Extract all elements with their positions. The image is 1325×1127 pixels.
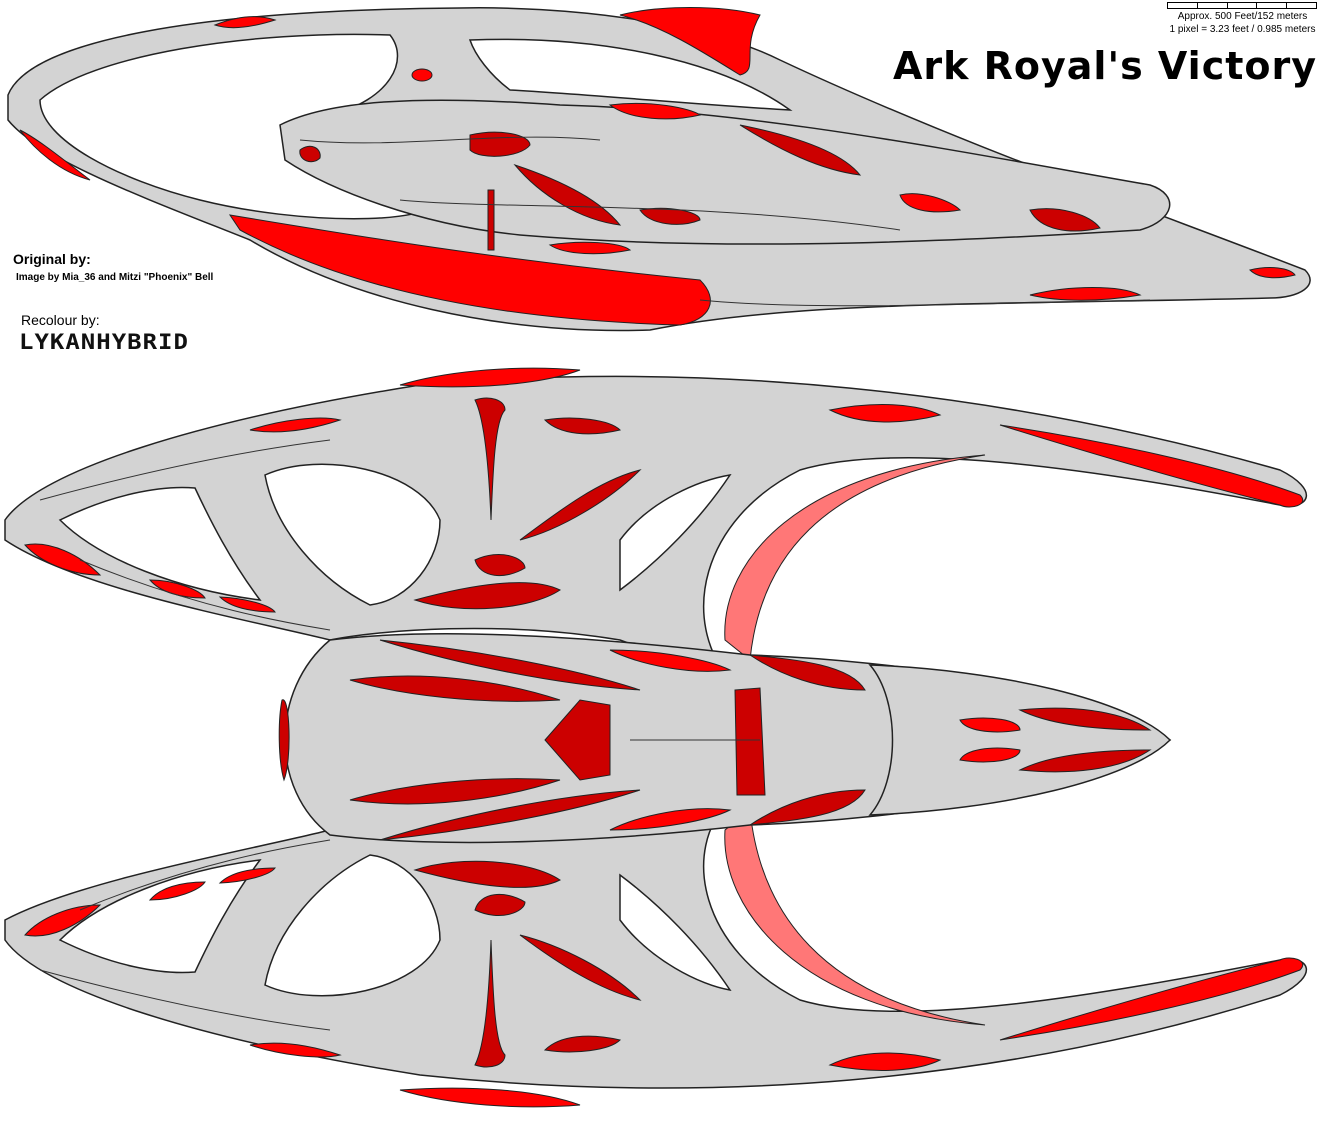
top-view	[4, 367, 1307, 1108]
side-view	[7, 7, 1311, 332]
scale-bar	[1167, 2, 1317, 9]
original-by-label: Original by:	[13, 251, 91, 267]
page-title: Ark Royal's Victory	[892, 44, 1317, 88]
original-credit-text: Image by Mia_36 and Mitzi "Phoenix" Bell	[16, 272, 214, 283]
scale-legend: Approx. 500 Feet/152 meters 1 pixel = 3.…	[1165, 2, 1320, 36]
recolour-artist-logo: LYKANHYBRID	[19, 329, 189, 355]
scale-text-length: Approx. 500 Feet/152 meters	[1177, 11, 1308, 22]
scale-text-pixel: 1 pixel = 3.23 feet / 0.985 meters	[1169, 24, 1316, 35]
recolour-by-label: Recolour by:	[21, 312, 100, 328]
